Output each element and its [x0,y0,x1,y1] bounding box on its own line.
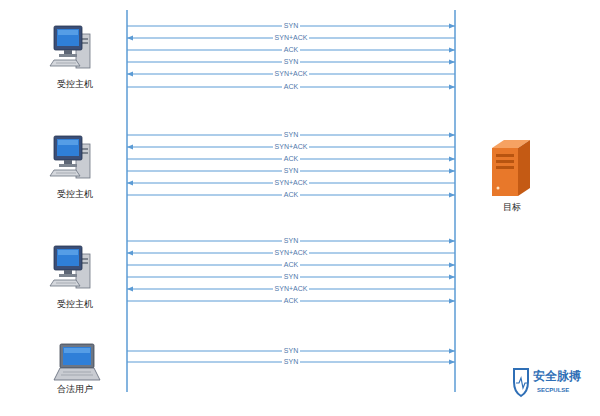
computer-icon [50,246,90,288]
host-node: 受控主机 [40,128,127,210]
message-label: ACK [282,155,300,163]
node-label: 合法用户 [57,384,93,395]
lifeline [454,10,456,392]
message-label: SYN [282,167,300,175]
server-node: 目标 [455,10,565,392]
laptop-icon [54,344,100,380]
message-label: ACK [282,261,300,269]
node-label: 目标 [503,202,521,213]
watermark-text: SECPULSE [537,386,569,394]
watermark-logo [514,369,528,396]
message-label: ACK [282,83,300,91]
node-label: 受控主机 [57,299,93,310]
computer-icon [50,26,90,68]
host-node: 受控主机 [40,238,127,320]
server-icon [492,140,530,196]
node-label: 受控主机 [57,189,93,200]
message-label: SYN+ACK [273,249,310,257]
message-label: ACK [282,46,300,54]
message-label: ACK [282,191,300,199]
message-label: SYN+ACK [273,70,310,78]
lifeline [126,10,128,392]
watermark-text: 安全脉搏 [533,369,581,383]
message-label: SYN [282,358,300,366]
message-label: SYN [282,131,300,139]
host-node: 合法用户 [40,338,127,402]
message-label: SYN [282,58,300,66]
message-label: ACK [282,297,300,305]
message-label: SYN+ACK [273,34,310,42]
message-label: SYN+ACK [273,143,310,151]
computer-icon [50,136,90,178]
host-node: 受控主机 [40,18,127,100]
message-label: SYN [282,347,300,355]
message-label: SYN+ACK [273,179,310,187]
node-label: 受控主机 [57,79,93,90]
message-label: SYN [282,22,300,30]
message-label: SYN [282,273,300,281]
message-label: SYN [282,237,300,245]
message-label: SYN+ACK [273,285,310,293]
